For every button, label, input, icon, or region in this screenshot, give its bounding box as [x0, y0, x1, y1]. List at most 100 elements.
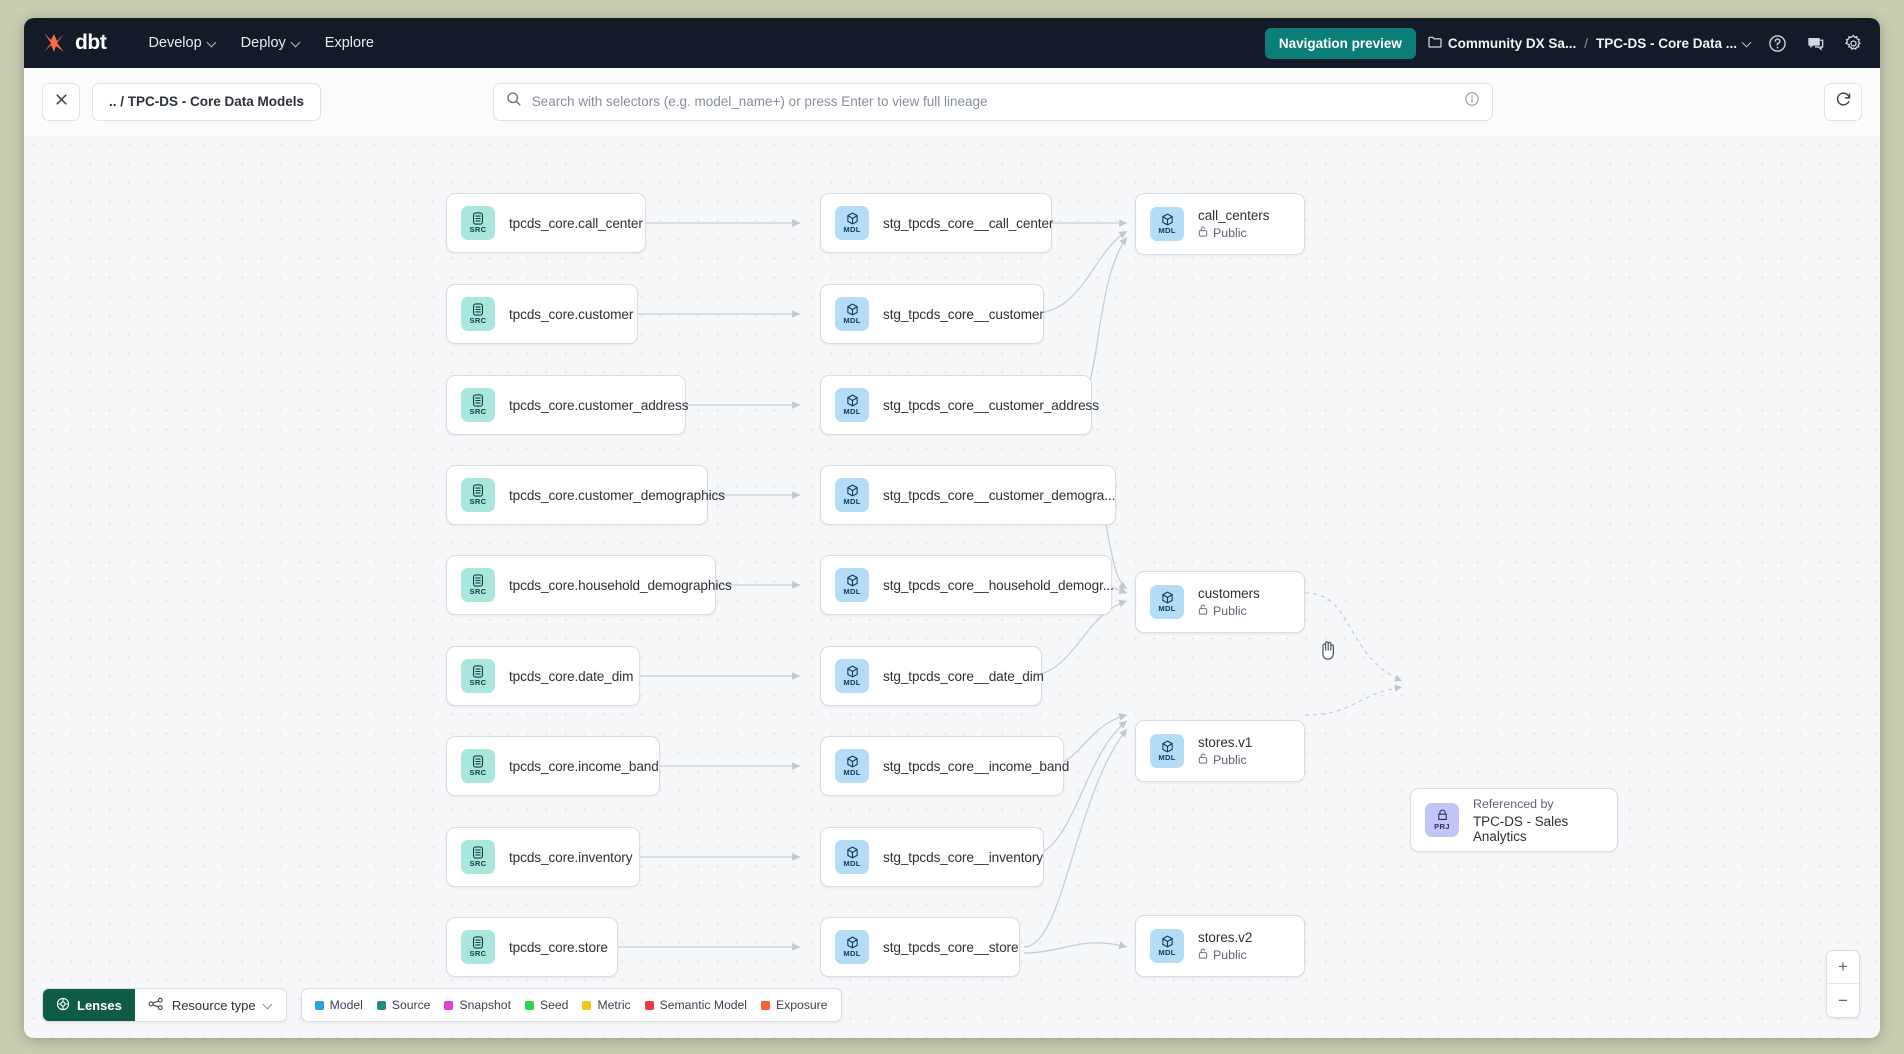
node-model-stg-store[interactable]: MDL stg_tpcds_core__store — [820, 917, 1020, 977]
node-model-call-centers[interactable]: MDL call_centers Public — [1135, 193, 1305, 255]
node-label: tpcds_core.date_dim — [509, 668, 634, 684]
node-label: tpcds_core.customer — [509, 306, 634, 322]
resource-type-legend: Model Source Snapshot Seed Metric — [300, 988, 842, 1022]
node-model-stg-date-dim[interactable]: MDL stg_tpcds_core__date_dim — [820, 646, 1044, 706]
model-badge: MDL — [835, 659, 869, 693]
node-text-stack: stores.v1 Public — [1198, 735, 1252, 767]
node-source-household-demographics[interactable]: SRC tpcds_core.household_demographics — [446, 555, 732, 615]
zoom-in-button[interactable]: + — [1827, 951, 1859, 984]
breadcrumb-separator: / — [1584, 35, 1588, 51]
lineage-canvas[interactable]: SRC tpcds_core.call_center SRC tpcds_cor… — [24, 135, 1880, 1038]
resource-type-dropdown[interactable]: Resource type — [134, 989, 286, 1021]
node-model-stg-call-center[interactable]: MDL stg_tpcds_core__call_center — [820, 193, 1054, 253]
node-source-call-center[interactable]: SRC tpcds_core.call_center — [446, 193, 646, 253]
node-label: stg_tpcds_core__customer_address — [883, 397, 1099, 413]
model-badge: MDL — [835, 840, 869, 874]
node-source-date-dim[interactable]: SRC tpcds_core.date_dim — [446, 646, 640, 706]
model-badge: MDL — [835, 568, 869, 602]
badge-text: MDL — [1158, 604, 1176, 614]
node-label: tpcds_core.household_demographics — [509, 577, 732, 593]
node-source-customer-address[interactable]: SRC tpcds_core.customer_address — [446, 375, 689, 435]
legend-label: Exposure — [776, 998, 828, 1012]
node-project-referenced-by[interactable]: PRJ Referenced by TPC-DS - Sales Analyti… — [1410, 788, 1618, 852]
node-source-store[interactable]: SRC tpcds_core.store — [446, 917, 618, 977]
node-label: customers — [1198, 586, 1260, 601]
node-label: call_centers — [1198, 208, 1270, 223]
node-label: stg_tpcds_core__customer_demogra... — [883, 487, 1116, 503]
node-model-stg-customer-demographics[interactable]: MDL stg_tpcds_core__customer_demogra... — [820, 465, 1116, 525]
node-label: stg_tpcds_core__income_band — [883, 758, 1070, 774]
node-model-stores-v1[interactable]: MDL stores.v1 Public — [1135, 720, 1305, 782]
source-badge: SRC — [461, 568, 495, 602]
breadcrumb-pill[interactable]: .. / TPC-DS - Core Data Models — [92, 82, 322, 121]
node-label: tpcds_core.customer_demographics — [509, 487, 725, 503]
node-text-stack: Referenced by TPC-DS - Sales Analytics — [1473, 797, 1599, 844]
nav-explore[interactable]: Explore — [313, 29, 386, 57]
legend-swatch — [376, 1000, 386, 1010]
node-label: tpcds_core.income_band — [509, 758, 659, 774]
source-badge: SRC — [461, 478, 495, 512]
breadcrumb-project-label: TPC-DS - Core Data ... — [1595, 35, 1737, 51]
breadcrumb-account[interactable]: Community DX Sa... — [1428, 36, 1576, 51]
node-source-customer-demographics[interactable]: SRC tpcds_core.customer_demographics — [446, 465, 725, 525]
badge-text: PRJ — [1434, 822, 1450, 832]
dbt-logo[interactable]: dbt — [40, 30, 107, 56]
search-bar[interactable] — [492, 82, 1493, 121]
node-label: tpcds_core.call_center — [509, 215, 643, 231]
node-model-stg-customer[interactable]: MDL stg_tpcds_core__customer — [820, 284, 1044, 344]
badge-text: MDL — [843, 407, 861, 417]
close-icon — [54, 92, 69, 112]
zoom-out-button[interactable]: − — [1838, 990, 1848, 1010]
legend-swatch — [761, 1000, 771, 1010]
source-badge: SRC — [461, 388, 495, 422]
node-model-stg-customer-address[interactable]: MDL stg_tpcds_core__customer_address — [820, 375, 1099, 435]
badge-text: SRC — [469, 678, 487, 688]
nav-deploy[interactable]: Deploy — [229, 29, 313, 57]
badge-text: MDL — [843, 497, 861, 507]
nav-develop[interactable]: Develop — [136, 29, 228, 57]
model-badge: MDL — [835, 297, 869, 331]
navigation-preview-button[interactable]: Navigation preview — [1264, 27, 1416, 59]
node-model-stores-v2[interactable]: MDL stores.v2 Public — [1135, 915, 1305, 977]
node-source-customer[interactable]: SRC tpcds_core.customer — [446, 284, 638, 344]
model-badge: MDL — [835, 478, 869, 512]
node-label: stg_tpcds_core__store — [883, 939, 1019, 955]
badge-text: MDL — [1158, 753, 1176, 763]
node-access: Public — [1198, 753, 1252, 767]
close-button[interactable] — [42, 82, 80, 121]
project-badge: PRJ — [1425, 803, 1459, 837]
grab-cursor — [1318, 639, 1338, 666]
lenses-button[interactable]: Lenses — [43, 989, 135, 1021]
settings-button[interactable] — [1840, 30, 1866, 56]
node-label: stg_tpcds_core__call_center — [883, 215, 1054, 231]
search-input[interactable] — [531, 94, 1454, 109]
node-model-customers[interactable]: MDL customers Public — [1135, 571, 1305, 633]
model-badge: MDL — [1150, 585, 1184, 619]
node-model-stg-household-demographics[interactable]: MDL stg_tpcds_core__household_demogr... — [820, 555, 1114, 615]
badge-text: MDL — [843, 225, 861, 235]
source-badge: SRC — [461, 659, 495, 693]
source-badge: SRC — [461, 206, 495, 240]
feedback-button[interactable] — [1802, 30, 1828, 56]
help-button[interactable] — [1764, 30, 1790, 56]
badge-text: SRC — [469, 407, 487, 417]
node-label: stg_tpcds_core__household_demogr... — [883, 577, 1114, 593]
node-access: Public — [1198, 604, 1260, 618]
node-label: stores.v1 — [1198, 735, 1253, 750]
refresh-button[interactable] — [1824, 82, 1862, 121]
model-badge: MDL — [1150, 929, 1184, 963]
lenses-label: Lenses — [77, 997, 122, 1013]
node-label: tpcds_core.customer_address — [509, 397, 689, 413]
legend-label: Snapshot — [459, 998, 511, 1012]
badge-text: MDL — [843, 949, 861, 959]
legend-swatch — [314, 1000, 324, 1010]
breadcrumb: Community DX Sa... / TPC-DS - Core Data … — [1428, 36, 1752, 51]
breadcrumb-project[interactable]: TPC-DS - Core Data ... — [1596, 36, 1752, 51]
node-model-stg-income-band[interactable]: MDL stg_tpcds_core__income_band — [820, 736, 1069, 796]
node-source-income-band[interactable]: SRC tpcds_core.income_band — [446, 736, 660, 796]
info-circle-icon[interactable] — [1464, 91, 1480, 112]
node-source-inventory[interactable]: SRC tpcds_core.inventory — [446, 827, 640, 887]
legend-item-snapshot: Snapshot — [444, 998, 511, 1012]
node-model-stg-inventory[interactable]: MDL stg_tpcds_core__inventory — [820, 827, 1044, 887]
legend-label: Model — [329, 998, 363, 1012]
